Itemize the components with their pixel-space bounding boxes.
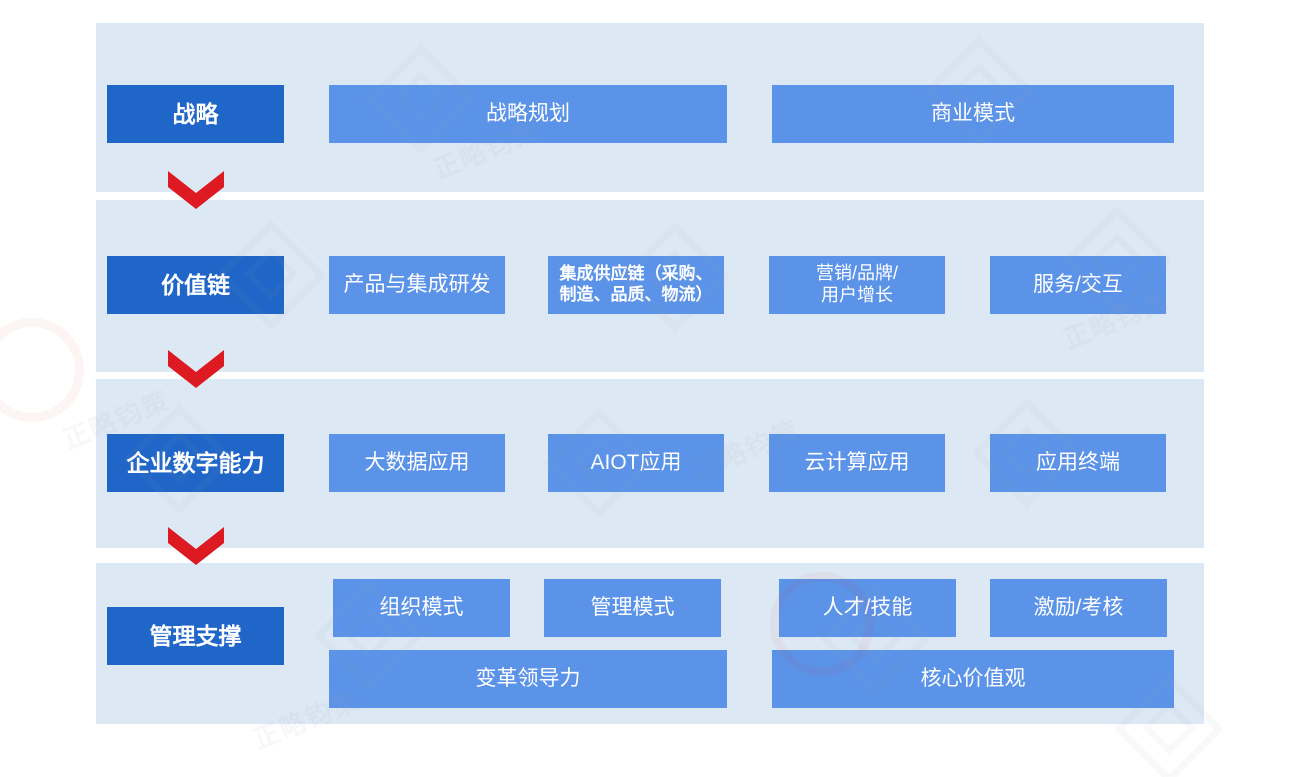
item-talent-skills[interactable]: 人才/技能 [779,579,956,637]
red-chevron-down-arrow-2 [168,350,224,388]
layer-label-management-support[interactable]: 管理支撑 [107,607,284,665]
item-cloud-computing[interactable]: 云计算应用 [769,434,945,492]
layer-label-value-chain[interactable]: 价值链 [107,256,284,314]
item-business-model[interactable]: 商业模式 [772,85,1174,143]
item-marketing-brand-growth[interactable]: 营销/品牌/ 用户增长 [769,256,945,314]
item-core-values[interactable]: 核心价值观 [772,650,1174,708]
item-product-rd[interactable]: 产品与集成研发 [329,256,505,314]
layer-label-digital-capability[interactable]: 企业数字能力 [107,434,284,492]
item-aiot[interactable]: AIOT应用 [548,434,724,492]
item-management-model[interactable]: 管理模式 [544,579,721,637]
item-change-leadership[interactable]: 变革领导力 [329,650,727,708]
item-big-data[interactable]: 大数据应用 [329,434,505,492]
item-service-interaction[interactable]: 服务/交互 [990,256,1166,314]
red-chevron-down-arrow-3 [168,527,224,565]
layer-label-strategy[interactable]: 战略 [107,85,284,143]
item-supply-chain[interactable]: 集成供应链（采购、 制造、品质、物流） [548,256,724,314]
item-incentive-assessment[interactable]: 激励/考核 [990,579,1167,637]
item-strategy-planning[interactable]: 战略规划 [329,85,727,143]
item-org-model[interactable]: 组织模式 [333,579,510,637]
item-application-terminal[interactable]: 应用终端 [990,434,1166,492]
red-chevron-down-arrow-1 [168,171,224,209]
